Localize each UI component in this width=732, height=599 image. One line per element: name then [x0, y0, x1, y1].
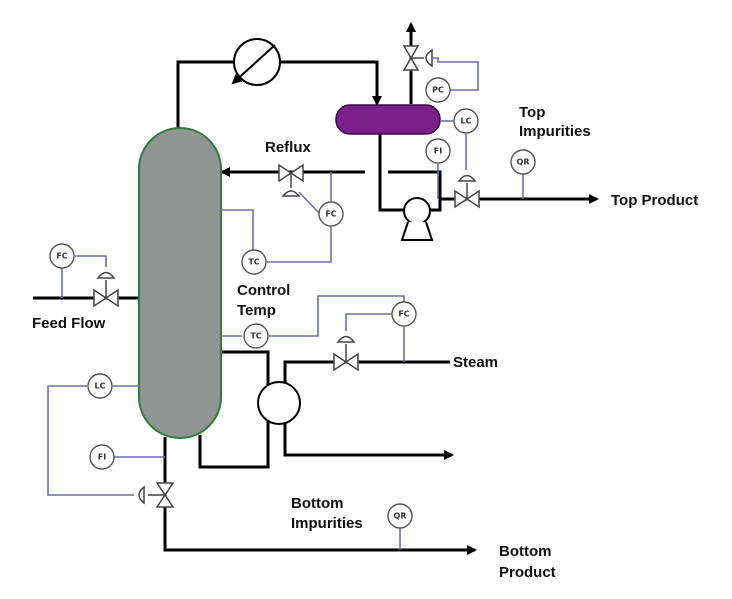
drum-outlet-line [378, 133, 408, 212]
control-temp-label-line1: Control [237, 282, 290, 299]
fc-steam-instrument[interactable]: FC [391, 301, 417, 327]
bottom-product-label-line2: Product [499, 564, 556, 581]
steam-line [283, 360, 454, 460]
fc-feed-signal [61, 255, 107, 298]
pc-vent-valve[interactable] [402, 45, 433, 71]
bottom-control-valve[interactable] [138, 482, 175, 508]
reboiler-loop [198, 350, 270, 469]
tc-upper-instrument[interactable]: TC [241, 249, 267, 275]
fc-feed-instrument-label: FC [56, 252, 67, 261]
qr-top-instrument-label: QR [517, 158, 530, 167]
qr-bottom-instrument[interactable]: QR [387, 503, 413, 529]
fi-top-instrument-label: FI [434, 147, 442, 156]
control-temp-label-line2: Temp [237, 302, 276, 319]
tc-upper-instrument-label: TC [248, 258, 259, 267]
lc-bottom-signal [47, 385, 139, 496]
tc-upper-signal [221, 209, 332, 263]
bottom-product-line [163, 437, 477, 555]
fc-feed-instrument[interactable]: FC [49, 243, 75, 269]
fc-reflux-instrument[interactable]: FC [318, 201, 344, 227]
feed-control-valve[interactable] [93, 271, 119, 308]
lc-bottom-instrument[interactable]: LC [87, 373, 113, 399]
fi-top-instrument[interactable]: FI [425, 138, 451, 164]
qr-bottom-instrument-label: QR [394, 512, 407, 521]
feed-flow-label: Feed Flow [32, 315, 106, 332]
top-product-label: Top Product [611, 192, 698, 209]
bottom-impurities-label-line2: Impurities [291, 515, 363, 532]
tc-control-instrument-label: TC [250, 332, 261, 341]
reflux-pump [400, 197, 434, 241]
lc-top-instrument[interactable]: LC [453, 108, 479, 134]
top-impurities-label-line1: Top [519, 104, 545, 121]
pc-signal [432, 57, 479, 91]
tc-control-instrument[interactable]: TC [243, 323, 269, 349]
fc-steam-signal [345, 313, 405, 362]
pump-discharge-line [388, 170, 442, 212]
bottom-product-label-line1: Bottom [499, 543, 552, 560]
bottom-impurities-label-line1: Bottom [291, 495, 344, 512]
pc-instrument-label: PC [432, 86, 444, 95]
fc-steam-instrument-label: FC [398, 310, 409, 319]
steam-control-valve[interactable] [333, 335, 359, 372]
lc-bottom-instrument-label: LC [95, 382, 106, 391]
reflux-drum [335, 104, 441, 135]
reflux-control-valve[interactable] [278, 163, 304, 197]
fi-bottom-instrument-label: FI [98, 453, 106, 462]
fc-reflux-signal [298, 172, 332, 215]
lc-top-instrument-label: LC [461, 117, 472, 126]
reboiler-exchanger [257, 381, 301, 425]
top-product-valve[interactable] [454, 174, 480, 209]
distillation-column [138, 127, 222, 439]
fi-bottom-instrument[interactable]: FI [89, 444, 115, 470]
pc-instrument[interactable]: PC [425, 77, 451, 103]
tc-control-signal [221, 295, 405, 337]
fc-reflux-instrument-label: FC [325, 210, 336, 219]
qr-top-instrument[interactable]: QR [510, 149, 536, 175]
steam-label: Steam [453, 354, 498, 371]
condenser [231, 38, 281, 86]
reflux-label: Reflux [265, 139, 312, 156]
top-impurities-label-line2: Impurities [519, 123, 591, 140]
